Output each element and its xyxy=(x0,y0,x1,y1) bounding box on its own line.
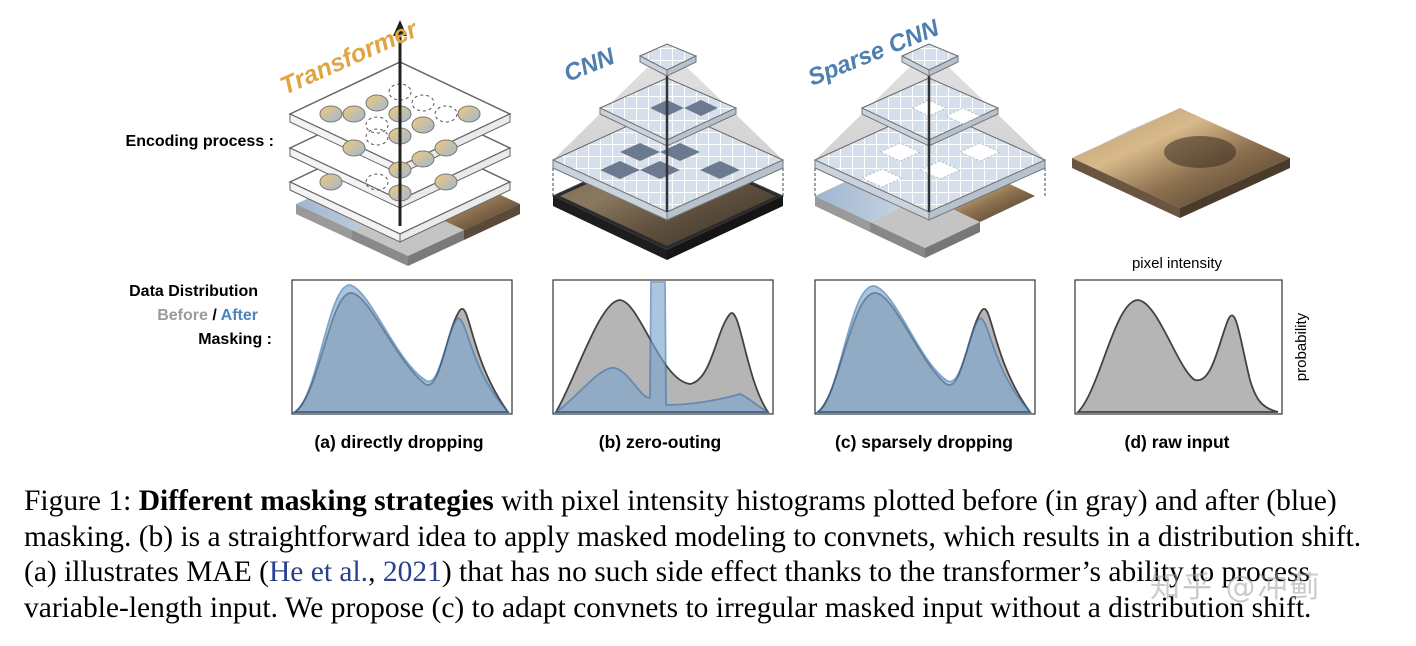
watermark: 知乎 @冲蓟 xyxy=(1150,570,1322,605)
plot-b xyxy=(552,279,774,415)
masking-label: Masking : xyxy=(198,331,272,348)
caption-line-3: (a) illustrates MAE (He et al., 2021) th… xyxy=(24,555,1412,591)
pixel-intensity-label: pixel intensity xyxy=(1132,255,1223,272)
raw-image-tile xyxy=(1072,108,1290,218)
cnn-title: CNN xyxy=(560,43,619,88)
caption-bold: Different masking strategies xyxy=(138,485,494,517)
subfigure-label-a: (a) directly dropping xyxy=(314,432,483,452)
probability-label: probability xyxy=(1293,312,1310,381)
slash-label: / xyxy=(208,307,221,324)
before-label: Before xyxy=(157,307,208,324)
citation-link-he[interactable]: He et al. xyxy=(268,556,369,588)
caption-line-2: masking. (b) is a straightforward idea t… xyxy=(24,520,1362,553)
caption-line-1-rest: with pixel intensity histograms plotted … xyxy=(493,485,1337,517)
transformer-stack-illustration: Transformer xyxy=(276,15,520,266)
caption-line-3-b: ) that has no such side effect thanks to… xyxy=(441,556,1310,588)
caption-prefix: Figure 1: xyxy=(24,485,139,517)
caption-line-1: Figure 1: Different masking strategies w… xyxy=(24,484,1412,520)
after-label: After xyxy=(221,307,258,324)
caption-line-3-a: (a) illustrates MAE ( xyxy=(24,556,269,588)
caption-line-4: variable-length input. We propose (c) to… xyxy=(24,591,1312,624)
citation-separator: , xyxy=(368,556,383,588)
encoding-process-label: Encoding process : xyxy=(126,133,274,150)
plot-c xyxy=(814,279,1036,415)
subfigure-label-d: (d) raw input xyxy=(1125,432,1230,452)
plot-d xyxy=(1074,279,1283,415)
citation-link-year[interactable]: 2021 xyxy=(382,556,442,588)
data-distribution-label: Data Distribution xyxy=(129,283,258,300)
subfigure-label-c: (c) sparsely dropping xyxy=(835,432,1013,452)
sparse-cnn-pyramid-illustration: Sparse CNN xyxy=(804,14,1047,258)
plot-a xyxy=(291,279,513,415)
subfigure-label-b: (b) zero-outing xyxy=(599,432,721,452)
transformer-arrow-head xyxy=(393,20,407,36)
cnn-pyramid-illustration: CNN xyxy=(551,43,785,260)
before-after-label: Before / After xyxy=(157,307,258,324)
figure-caption: Figure 1: Different masking strategies w… xyxy=(24,484,1412,626)
figure-graphic: Encoding process : Data Distribution Bef… xyxy=(126,14,1310,452)
